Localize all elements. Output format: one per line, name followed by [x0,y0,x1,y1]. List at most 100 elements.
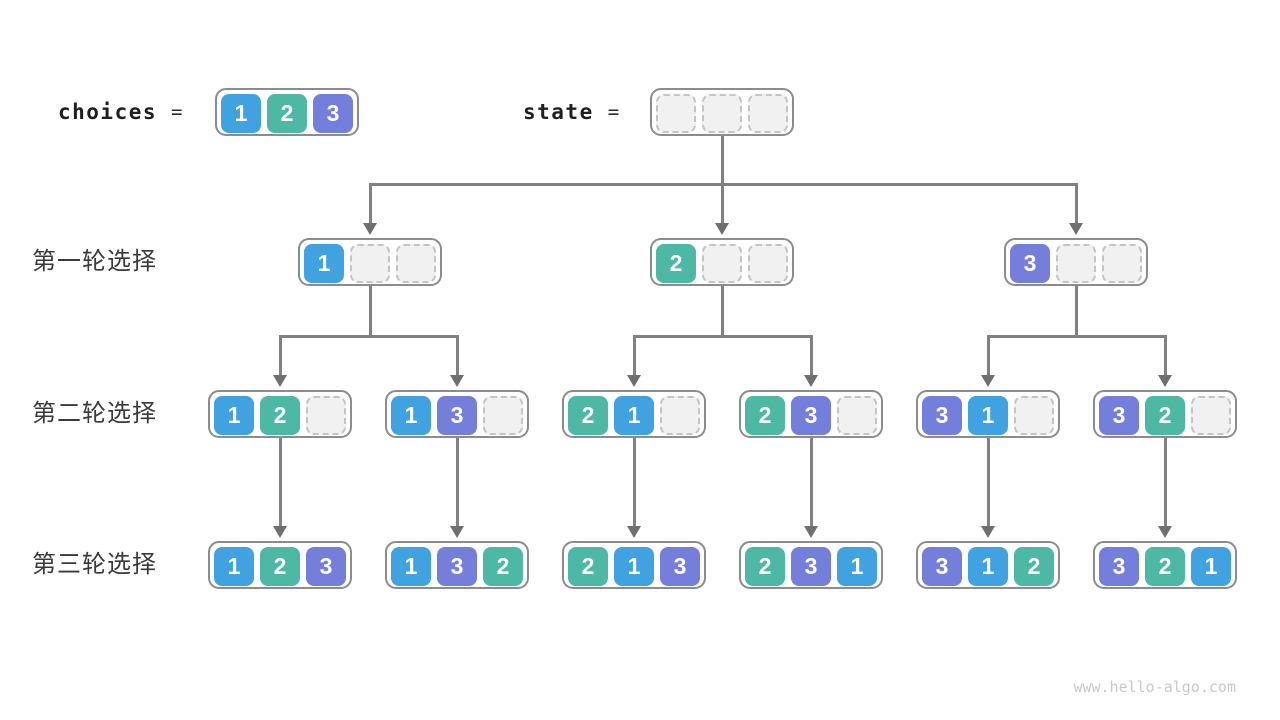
tree-edge-line [986,336,990,377]
array-cell-filled: 3 [1010,244,1050,283]
tree-edge-line [986,334,1167,338]
tree-edge-line [455,438,459,528]
arrowhead-icon [627,526,641,538]
array-cell-filled: 1 [214,396,254,435]
array-cell-empty [483,396,523,435]
array-cell-filled: 1 [391,396,431,435]
round-1-box-1: 1 [298,238,442,286]
tree-edge-line [368,184,372,225]
tree-edge-line [809,336,813,377]
round-1-box-2: 2 [650,238,794,286]
arrowhead-icon [804,526,818,538]
array-cell-filled: 1 [968,547,1008,586]
array-cell-filled: 3 [306,547,346,586]
array-cell-filled: 3 [791,547,831,586]
array-cell-empty [748,244,788,283]
arrowhead-icon [273,526,287,538]
array-cell-empty [1014,396,1054,435]
tree-edge-line [720,136,724,186]
equals-sign: = [171,101,183,123]
arrowhead-icon [450,526,464,538]
array-cell-empty [660,396,700,435]
arrowhead-icon [1158,375,1172,387]
array-cell-filled: 2 [656,244,696,283]
tree-edge-line [278,334,459,338]
array-cell-filled: 2 [568,547,608,586]
arrowhead-icon [981,375,995,387]
tree-edge-line [278,336,282,377]
choices-label: choices = [58,99,182,125]
arrowhead-icon [273,375,287,387]
array-cell-filled: 1 [614,547,654,586]
array-cell-filled: 3 [922,547,962,586]
array-cell-empty [1191,396,1231,435]
arrowhead-icon [627,375,641,387]
choices-keyword: choices [58,100,158,124]
array-cell-empty [396,244,436,283]
array-cell-filled: 2 [568,396,608,435]
tree-edge-line [1074,184,1078,225]
round-1-box-3: 3 [1004,238,1148,286]
array-cell-filled: 1 [1191,547,1231,586]
array-cell-filled: 3 [791,396,831,435]
array-cell-empty [702,244,742,283]
row-label-round-2: 第二轮选择 [32,400,157,427]
array-cell-filled: 3 [437,396,477,435]
tree-edge-line [809,438,813,528]
arrowhead-icon [715,223,729,235]
arrowhead-icon [1158,526,1172,538]
array-cell-filled: 3 [437,547,477,586]
array-cell-filled: 2 [1014,547,1054,586]
state-keyword: state [523,100,594,124]
array-cell-filled: 2 [745,547,785,586]
array-cell-filled: 3 [660,547,700,586]
array-cell-filled: 2 [260,547,300,586]
arrowhead-icon [450,375,464,387]
state-label: state = [523,99,619,125]
watermark: www.hello-algo.com [1073,678,1236,696]
array-cell-empty [1102,244,1142,283]
arrowhead-icon [981,526,995,538]
arrowhead-icon [363,223,377,235]
array-cell-filled: 3 [922,396,962,435]
array-cell-empty [350,244,390,283]
array-cell-filled: 2 [483,547,523,586]
arrowhead-icon [804,375,818,387]
array-cell-filled: 1 [614,396,654,435]
array-cell-filled: 1 [391,547,431,586]
array-cell-filled: 1 [214,547,254,586]
state-array-box [650,88,794,136]
tree-edge-line [632,334,813,338]
array-cell-filled: 2 [1145,396,1185,435]
array-cell-filled: 1 [968,396,1008,435]
tree-edge-line [632,336,636,377]
array-cell-empty [702,94,742,133]
tree-edge-line [278,438,282,528]
tree-edge-line [368,286,372,338]
tree-edge-line [720,286,724,338]
array-cell-empty [837,396,877,435]
array-cell-filled: 3 [313,94,353,133]
array-cell-filled: 1 [837,547,877,586]
array-cell-empty [748,94,788,133]
array-cell-filled: 1 [304,244,344,283]
array-cell-filled: 2 [745,396,785,435]
tree-edge-line [1163,336,1167,377]
arrowhead-icon [1069,223,1083,235]
tree-edge-line [1074,286,1078,338]
row-label-round-3: 第三轮选择 [32,551,157,578]
array-cell-empty [1056,244,1096,283]
